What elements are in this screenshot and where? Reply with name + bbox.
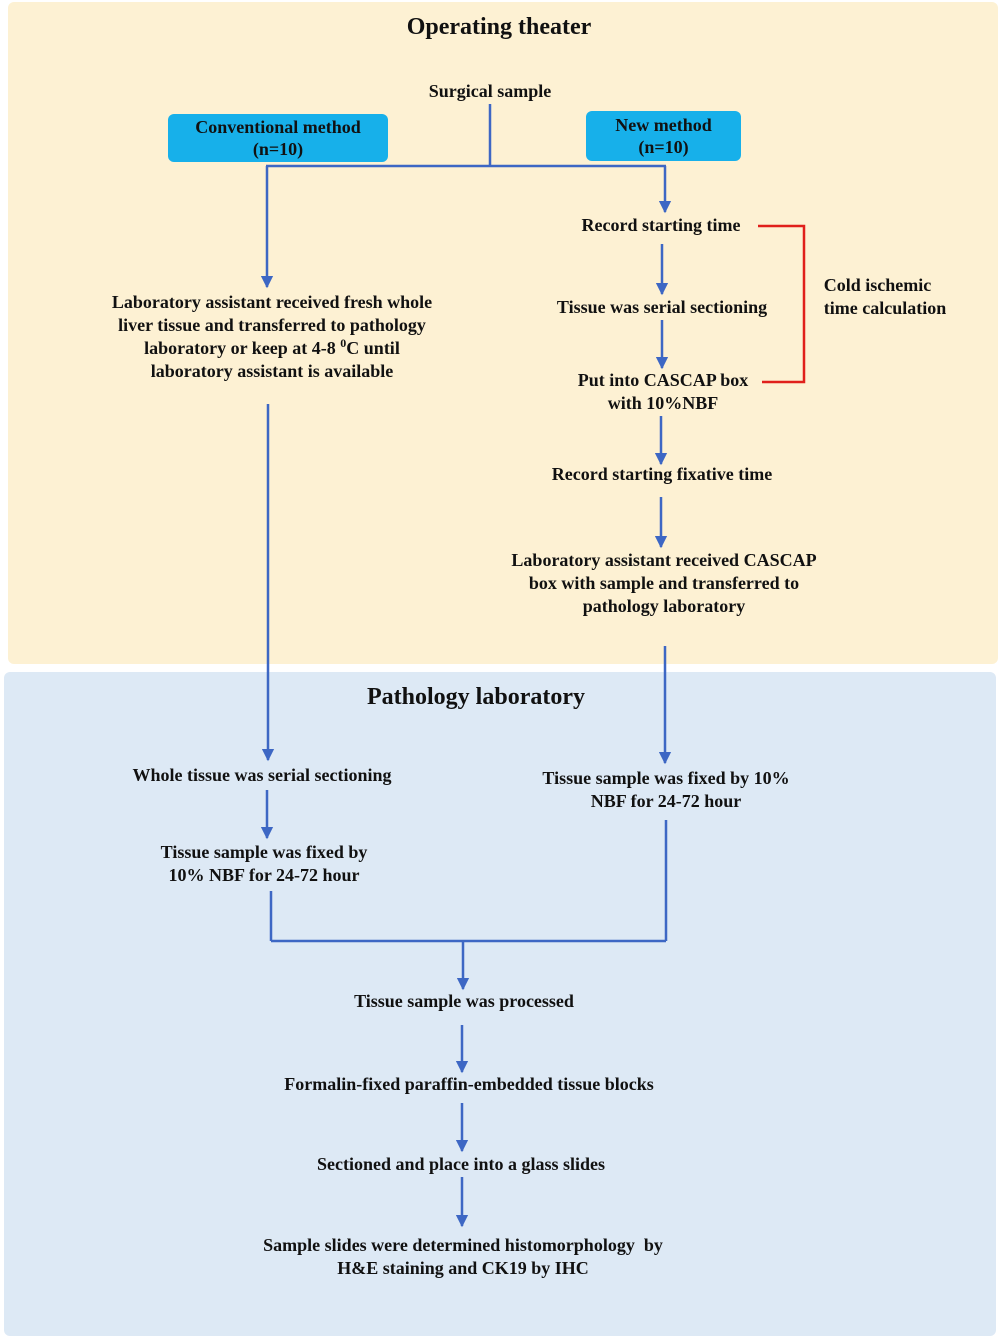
fixed-conventional-line2: 10% NBF for 24-72 hour [168, 865, 360, 885]
cascap-box-line2: with 10%NBF [607, 393, 719, 413]
cold-ischemic-line1: Cold ischemic [823, 275, 932, 295]
operating-theater-title: Operating theater [406, 14, 592, 40]
histomorphology-line1: Sample slides were determined histomorph… [263, 1235, 663, 1255]
cold-ischemic-note: Cold ischemic time calculation [824, 274, 946, 320]
assistant-cascap-line1: Laboratory assistant received CASCAP [511, 550, 817, 570]
fixed-new-node: Tissue sample was fixed by 10% NBF for 2… [542, 767, 789, 813]
assistant-cascap-node: Laboratory assistant received CASCAP box… [511, 549, 816, 618]
assistant-fresh-line3b: C until [346, 338, 400, 358]
fixed-conventional-node: Tissue sample was fixed by 10% NBF for 2… [161, 841, 368, 887]
assistant-fresh-line4: laboratory assistant is available [150, 361, 394, 381]
pathology-laboratory-zone [4, 672, 996, 1336]
assistant-fresh-line1: Laboratory assistant received fresh whol… [111, 292, 433, 312]
tissue-processed-node: Tissue sample was processed [354, 991, 574, 1011]
fixed-new-line2: NBF for 24-72 hour [590, 791, 742, 811]
histomorphology-line2: H&E staining and CK19 by IHC [337, 1258, 589, 1278]
ffpe-blocks-node: Formalin-fixed paraffin-embedded tissue … [284, 1074, 654, 1094]
new-method-count: (n=10) [638, 137, 689, 157]
cascap-box-node: Put into CASCAP box with 10%NBF [578, 369, 749, 415]
assistant-fresh-line3: laboratory or keep at 4-8 0C until [112, 337, 432, 360]
pathology-laboratory-title: Pathology laboratory [367, 684, 585, 710]
new-method-label: New method [615, 115, 712, 135]
cold-ischemic-bracket [758, 224, 806, 384]
conventional-method-count: (n=10) [252, 139, 304, 159]
degree-superscript: 0 [340, 336, 347, 350]
assistant-fresh-node: Laboratory assistant received fresh whol… [112, 291, 432, 383]
surgical-sample-node: Surgical sample [428, 81, 552, 101]
fixed-conventional-line1: Tissue sample was fixed by [160, 842, 368, 862]
histomorphology-node: Sample slides were determined histomorph… [263, 1234, 663, 1280]
assistant-fresh-line2: liver tissue and transferred to patholog… [118, 315, 426, 335]
whole-tissue-serial-node: Whole tissue was serial sectioning [132, 765, 392, 785]
record-starting-time-node: Record starting time [581, 215, 741, 235]
conventional-method-label: Conventional method [195, 117, 361, 137]
fixed-new-line1: Tissue sample was fixed by 10% [542, 768, 790, 788]
cascap-box-line1: Put into CASCAP box [577, 370, 749, 390]
assistant-fresh-line3a: laboratory or keep at 4-8 [144, 338, 341, 358]
assistant-cascap-line3: pathology laboratory [582, 596, 746, 616]
serial-sectioning-new-node: Tissue was serial sectioning [556, 297, 768, 317]
assistant-cascap-line2: box with sample and transferred to [528, 573, 800, 593]
new-method-box: New method (n=10) [586, 111, 741, 161]
conventional-method-box: Conventional method (n=10) [168, 114, 388, 162]
operating-theater-zone [8, 2, 998, 664]
glass-slides-node: Sectioned and place into a glass slides [316, 1154, 606, 1174]
cold-ischemic-line2: time calculation [823, 298, 947, 318]
record-fixative-time-node: Record starting fixative time [551, 464, 773, 484]
